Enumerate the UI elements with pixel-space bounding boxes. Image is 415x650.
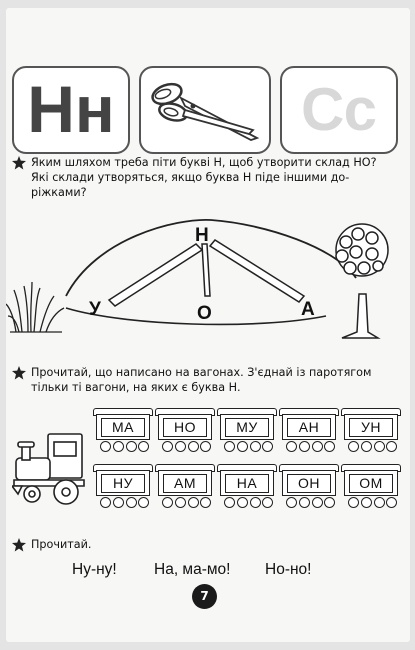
letter-c-ghost: Сс: [301, 76, 377, 143]
wagon-label: УН: [349, 418, 393, 437]
task2-text: Прочитай, що написано на вагонах. З'єдна…: [31, 365, 371, 395]
letter-n: Нн: [27, 72, 115, 146]
wagon[interactable]: НУ: [93, 464, 153, 514]
wagon[interactable]: ОН: [279, 464, 339, 514]
wagon[interactable]: АМ: [155, 464, 215, 514]
tree-icon: [335, 223, 389, 339]
star-icon: [12, 156, 26, 170]
wagon-label: АМ: [163, 474, 207, 493]
workbook-page: Нн Сс Яким шляхом треба піти букві Н, що…: [6, 8, 410, 642]
task1-text: Яким шляхом треба піти букві Н, щоб утво…: [31, 155, 377, 200]
wagon[interactable]: НА: [217, 464, 277, 514]
bush-icon: [6, 281, 65, 333]
reading-phrase-3: Но-но!: [265, 561, 312, 578]
ghost-letter-card: Сс: [280, 66, 398, 154]
wagon-label: МА: [101, 418, 145, 437]
wagon[interactable]: УН: [341, 408, 401, 458]
wagon[interactable]: МУ: [217, 408, 277, 458]
scissors-card: [139, 66, 271, 154]
wagon-label: НО: [163, 418, 207, 437]
reading-phrase-1: Ну-ну!: [72, 561, 117, 578]
scissors-icon: [151, 82, 260, 141]
star-icon: [12, 366, 26, 380]
wagon[interactable]: АН: [279, 408, 339, 458]
letter-node-left: У: [89, 299, 101, 320]
wagon-label: ОН: [287, 474, 331, 493]
wagon[interactable]: ОМ: [341, 464, 401, 514]
wagon-label: АН: [287, 418, 331, 437]
star-icon: [12, 538, 26, 552]
task1-line-2: Які склади утворяться, якщо буква Н піде…: [31, 171, 350, 184]
hill-illustration: [6, 219, 389, 339]
letter-card: Нн: [12, 66, 130, 154]
wagon-label: МУ: [225, 418, 269, 437]
task1-line-3: ріжками?: [31, 186, 87, 199]
wagon[interactable]: МА: [93, 408, 153, 458]
wagon-label: НУ: [101, 474, 145, 493]
letter-node-middle: О: [197, 303, 212, 324]
wagon-label: ОМ: [349, 474, 393, 493]
task1-line-1: Яким шляхом треба піти букві Н, щоб утво…: [31, 156, 377, 169]
wagon[interactable]: НО: [155, 408, 215, 458]
letter-node-top: Н: [195, 225, 209, 246]
task2-line-2: тільки ті вагони, на яких є буква Н.: [31, 381, 241, 394]
wagon-label: НА: [225, 474, 269, 493]
page-number: 7: [192, 584, 217, 609]
task2-line-1: Прочитай, що написано на вагонах. З'єдна…: [31, 366, 372, 379]
task3-label: Прочитай.: [31, 538, 92, 551]
letter-node-right: А: [301, 299, 315, 320]
reading-phrase-2: На, ма-мо!: [154, 561, 231, 578]
locomotive-icon: [12, 433, 85, 505]
